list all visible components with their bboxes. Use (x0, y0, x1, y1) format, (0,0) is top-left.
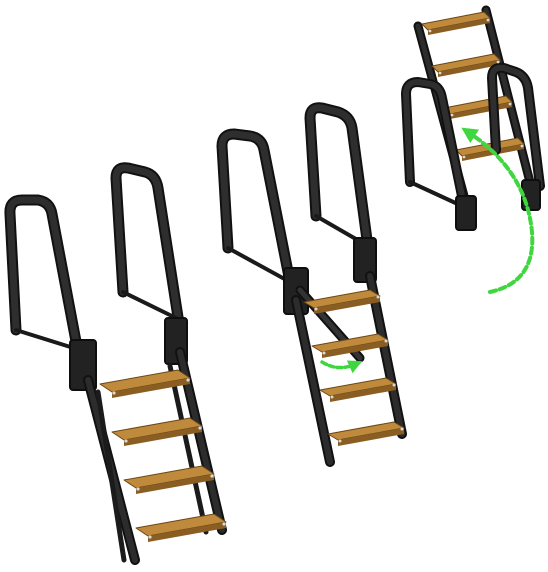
tread (304, 290, 380, 314)
left-handrail (222, 134, 290, 282)
right-handrail (116, 168, 180, 330)
tread (328, 422, 404, 446)
tread (444, 96, 512, 119)
left-handrail (10, 200, 80, 352)
tread (422, 12, 490, 35)
fold-arrow-small (322, 362, 356, 368)
ladder-deployed (10, 168, 226, 560)
ladder-folding (222, 108, 404, 462)
left-pivot-bracket (456, 196, 476, 230)
tread (320, 378, 396, 402)
tread (312, 334, 388, 358)
ladder-stowed (406, 10, 540, 292)
